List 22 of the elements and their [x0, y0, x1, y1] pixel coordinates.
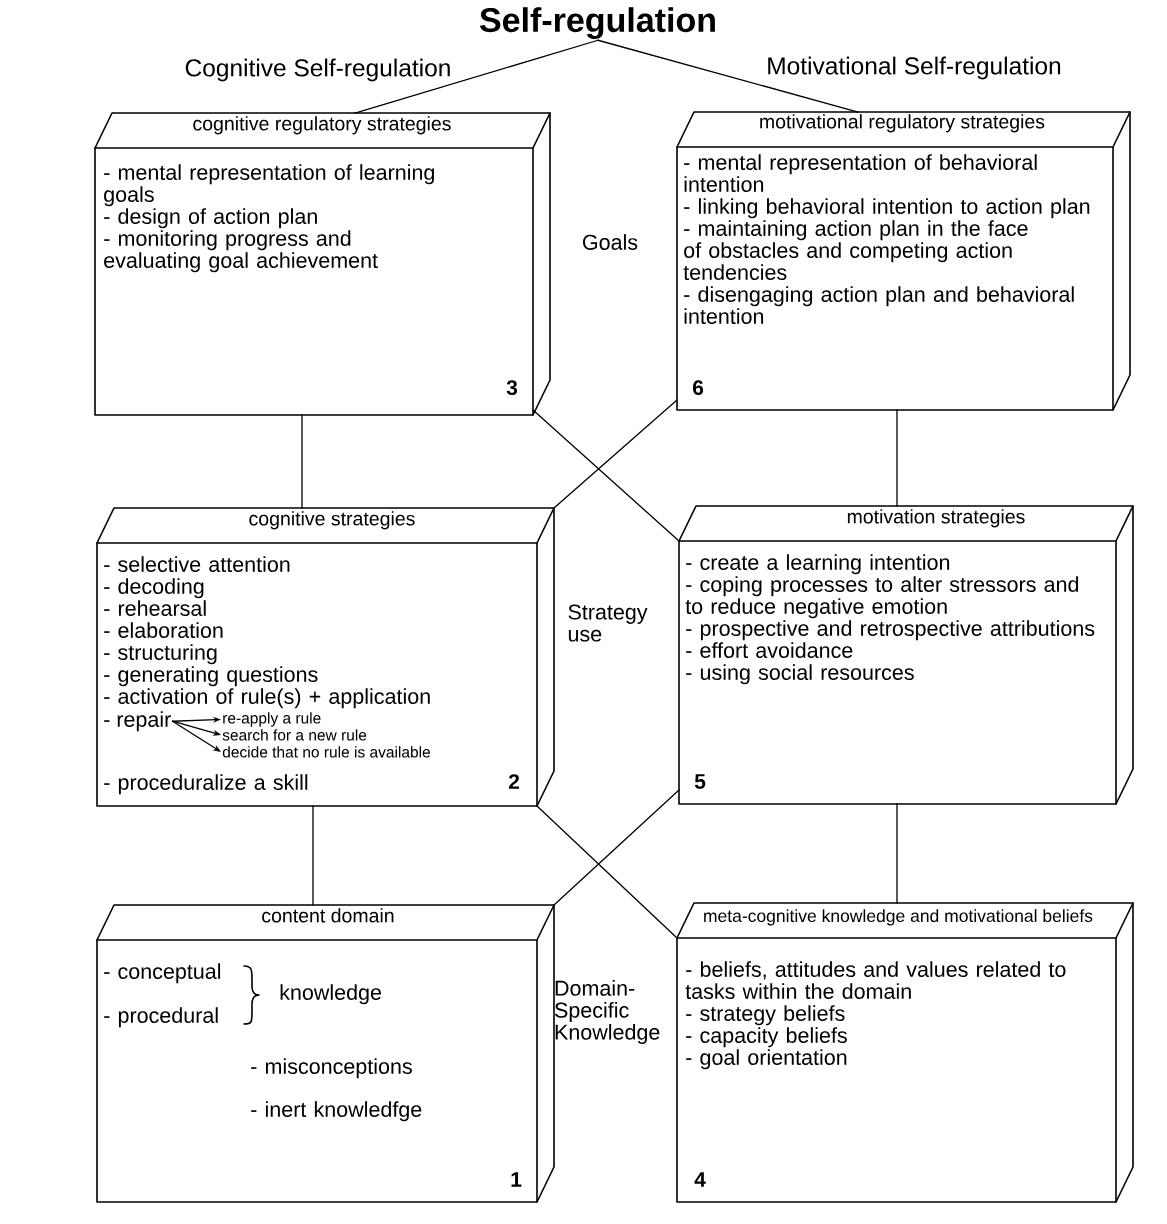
connector-line: [312, 805, 314, 906]
box-heading: cognitive regulatory strategies: [193, 116, 451, 135]
title-text: Self-regulation: [479, 7, 715, 40]
box-heading: content domain: [262, 908, 394, 923]
side-label: Goals: [583, 234, 638, 250]
connector-line: [896, 803, 898, 904]
side-label: Domain-Specific Knowledge: [554, 980, 660, 1045]
connector-line: [532, 409, 680, 542]
box-heading: motivation strategies: [847, 509, 1025, 528]
connector-line: [301, 414, 303, 509]
box-heading: cognitive strategies: [249, 511, 415, 530]
connector-line: [354, 39, 599, 114]
connector-line: [536, 805, 678, 939]
side-label: Motivational Self-regulation: [768, 56, 1061, 80]
box-heading: meta-cognitive knowledge and motivational beliefs: [704, 909, 1093, 926]
side-label: Cognitive Self-regulation: [185, 58, 450, 82]
connector-line: [553, 789, 680, 906]
connector-line: [896, 409, 898, 507]
connector-line: [553, 399, 678, 509]
box-heading: motivational regulatory strategies: [760, 114, 1045, 133]
connector-line: [597, 39, 859, 113]
side-label: Strategy use: [568, 604, 648, 642]
